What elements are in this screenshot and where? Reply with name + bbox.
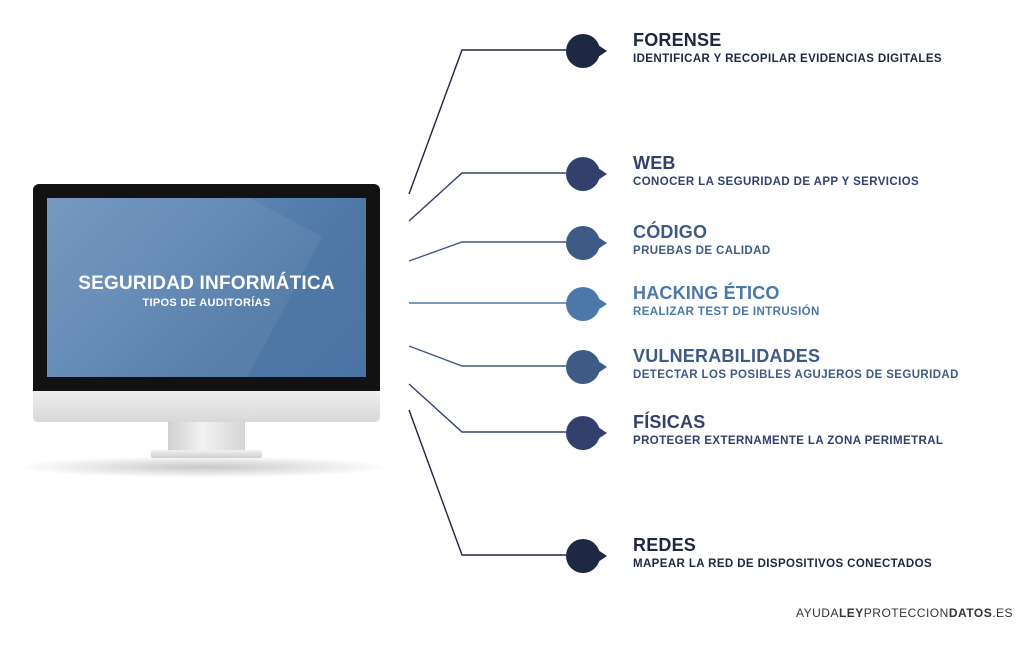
- audit-item-title: FÍSICAS: [633, 412, 706, 432]
- audit-item-title: WEB: [633, 153, 676, 173]
- bullet-dot: [566, 287, 607, 321]
- audit-item-description: PROTEGER EXTERNAMENTE LA ZONA PERIMETRAL: [633, 435, 944, 447]
- connector-line-forense: [408, 49, 566, 195]
- bullet-dot: [566, 34, 607, 68]
- brand-part: AYUDA: [796, 606, 839, 620]
- audit-item-title: REDES: [633, 535, 697, 555]
- monitor-chin: [33, 391, 380, 422]
- connector-line-vulnerabilidades: [408, 345, 566, 367]
- brand-part: DATOS: [948, 606, 993, 620]
- audit-item-description: CONOCER LA SEGURIDAD DE APP Y SERVICIOS: [633, 176, 920, 188]
- brand-part: LEY: [838, 606, 864, 620]
- monitor-stand-foot: [151, 450, 262, 458]
- screen-subtitle: TIPOS DE AUDITORÍAS: [142, 297, 271, 309]
- connector-line-codigo: [408, 241, 566, 262]
- monitor-illustration: SEGURIDAD INFORMÁTICA TIPOS DE AUDITORÍA…: [13, 184, 393, 484]
- brand-part: .ES: [992, 606, 1014, 620]
- audit-item-redes: REDES MAPEAR LA RED DE DISPOSITIVOS CONE…: [566, 535, 1006, 579]
- audit-item-fisicas: FÍSICAS PROTEGER EXTERNAMENTE LA ZONA PE…: [566, 412, 1006, 456]
- bullet-dot: [566, 416, 607, 450]
- audit-item-title: VULNERABILIDADES: [633, 346, 821, 366]
- audit-item-codigo: CÓDIGO PRUEBAS DE CALIDAD: [566, 222, 1006, 266]
- monitor-bezel: SEGURIDAD INFORMÁTICA TIPOS DE AUDITORÍA…: [33, 184, 380, 391]
- brand-watermark: AYUDALEYPROTECCIONDATOS.ES: [796, 606, 1013, 620]
- bullet-dot: [566, 350, 607, 384]
- audit-item-forense: FORENSE IDENTIFICAR Y RECOPILAR EVIDENCI…: [566, 30, 1006, 74]
- audit-item-title: HACKING ÉTICO: [633, 283, 780, 303]
- audit-item-web: WEB CONOCER LA SEGURIDAD DE APP Y SERVIC…: [566, 153, 1006, 197]
- audit-item-description: PRUEBAS DE CALIDAD: [633, 245, 771, 257]
- audit-item-title: CÓDIGO: [633, 222, 708, 242]
- audit-item-description: MAPEAR LA RED DE DISPOSITIVOS CONECTADOS: [633, 558, 933, 570]
- audit-item-description: REALIZAR TEST DE INTRUSIÓN: [633, 306, 820, 318]
- connector-line-redes: [408, 409, 566, 556]
- monitor-stand-neck: [168, 422, 245, 452]
- monitor-shadow: [13, 456, 393, 478]
- audit-item-vulnerabilidades: VULNERABILIDADES DETECTAR LOS POSIBLES A…: [566, 346, 1006, 390]
- connector-line-web: [408, 172, 566, 222]
- audit-item-title: FORENSE: [633, 30, 722, 50]
- screen-title: SEGURIDAD INFORMÁTICA: [78, 273, 335, 294]
- audit-item-description: DETECTAR LOS POSIBLES AGUJEROS DE SEGURI…: [633, 369, 959, 381]
- monitor-screen: SEGURIDAD INFORMÁTICA TIPOS DE AUDITORÍA…: [47, 198, 366, 377]
- audit-item-description: IDENTIFICAR Y RECOPILAR EVIDENCIAS DIGIT…: [633, 53, 942, 65]
- connector-line-fisicas: [408, 383, 566, 433]
- bullet-dot: [566, 539, 607, 573]
- bullet-dot: [566, 226, 607, 260]
- audit-item-hacking-etico: HACKING ÉTICO REALIZAR TEST DE INTRUSIÓN: [566, 283, 1006, 327]
- bullet-dot: [566, 157, 607, 191]
- brand-part: PROTECCION: [863, 606, 949, 620]
